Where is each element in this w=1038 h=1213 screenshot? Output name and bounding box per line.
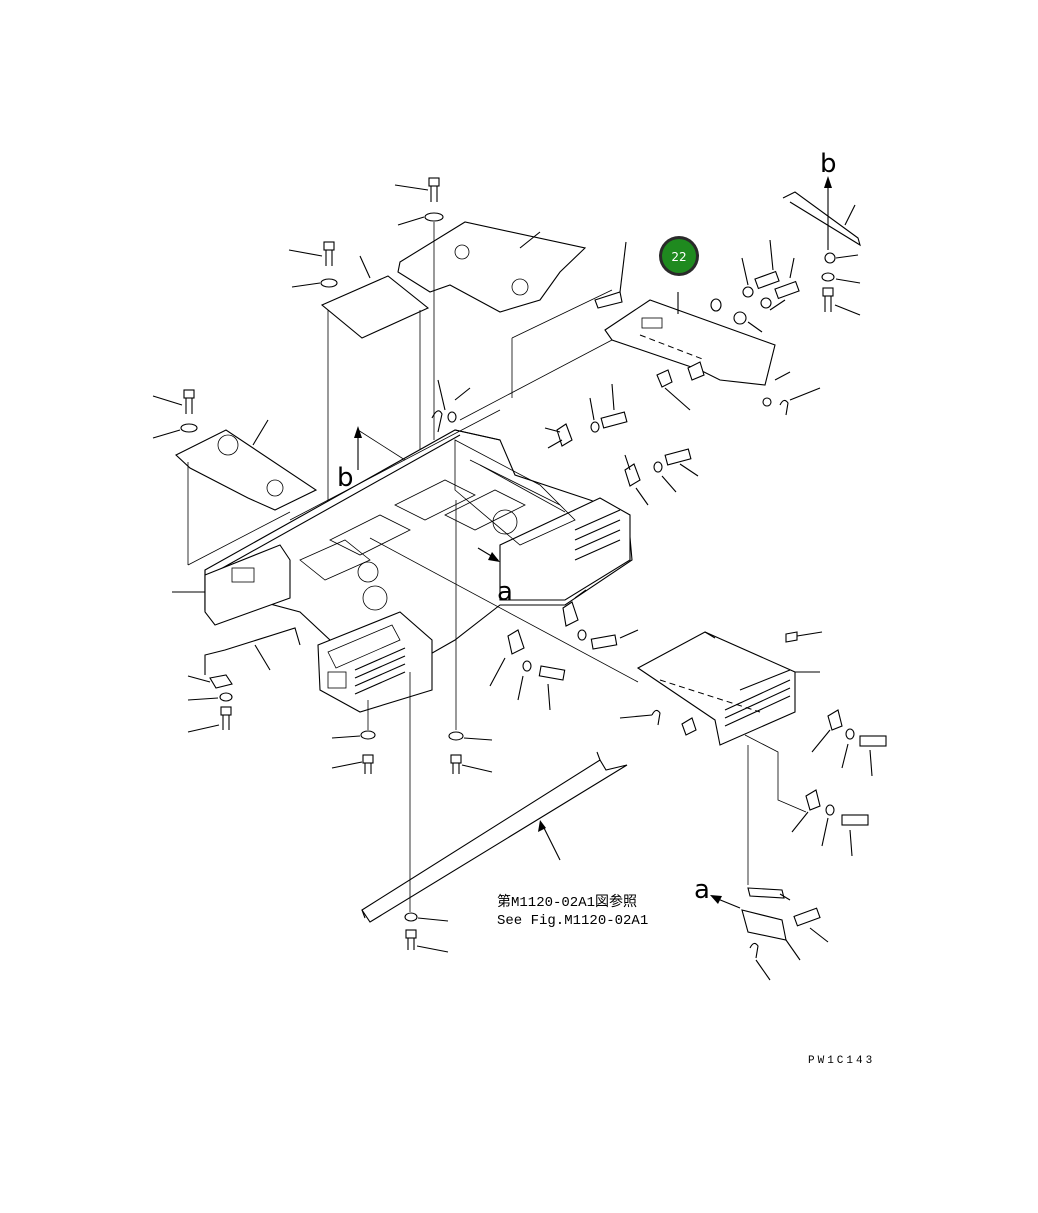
front-clips bbox=[489, 589, 639, 711]
view-letter-a-center: a bbox=[497, 577, 513, 607]
right-side-fasteners bbox=[744, 709, 887, 885]
reference-note-en: See Fig.M1120-02A1 bbox=[497, 913, 648, 929]
drawing-code: PW1C143 bbox=[808, 1055, 875, 1067]
view-letter-b-top: b bbox=[820, 149, 837, 179]
view-letter-a-bottom: a bbox=[694, 875, 710, 905]
top-center-plate bbox=[397, 221, 587, 313]
callout-22-number: 22 bbox=[671, 250, 686, 264]
callout-22[interactable]: 22 bbox=[659, 236, 699, 276]
clip-right-top bbox=[762, 371, 821, 416]
reference-note: 第M1120-02A1図参照 See Fig.M1120-02A1 bbox=[497, 893, 648, 929]
right-cover-box bbox=[619, 631, 823, 746]
bottom-bolts-left bbox=[331, 500, 493, 774]
bolt-top-left bbox=[288, 241, 338, 288]
callout-22-badge[interactable] bbox=[662, 239, 696, 273]
right-top-floor-plate bbox=[459, 241, 776, 421]
bolt-top-center bbox=[394, 177, 444, 440]
bolts-right-top bbox=[710, 239, 800, 333]
bottom-rail bbox=[361, 672, 628, 953]
bolt-left bbox=[152, 389, 198, 439]
view-letter-b-left: b bbox=[337, 463, 354, 493]
main-floor-frame bbox=[172, 409, 633, 713]
view-b-top: b bbox=[782, 149, 861, 316]
left-rod bbox=[187, 627, 301, 733]
reference-note-jp: 第M1120-02A1図参照 bbox=[497, 893, 637, 911]
view-b-left: b bbox=[337, 426, 406, 493]
view-a-center: a bbox=[369, 537, 639, 683]
bottom-right-assembly: a bbox=[694, 875, 829, 981]
left-plate bbox=[175, 419, 318, 566]
clips-middle bbox=[431, 379, 699, 506]
